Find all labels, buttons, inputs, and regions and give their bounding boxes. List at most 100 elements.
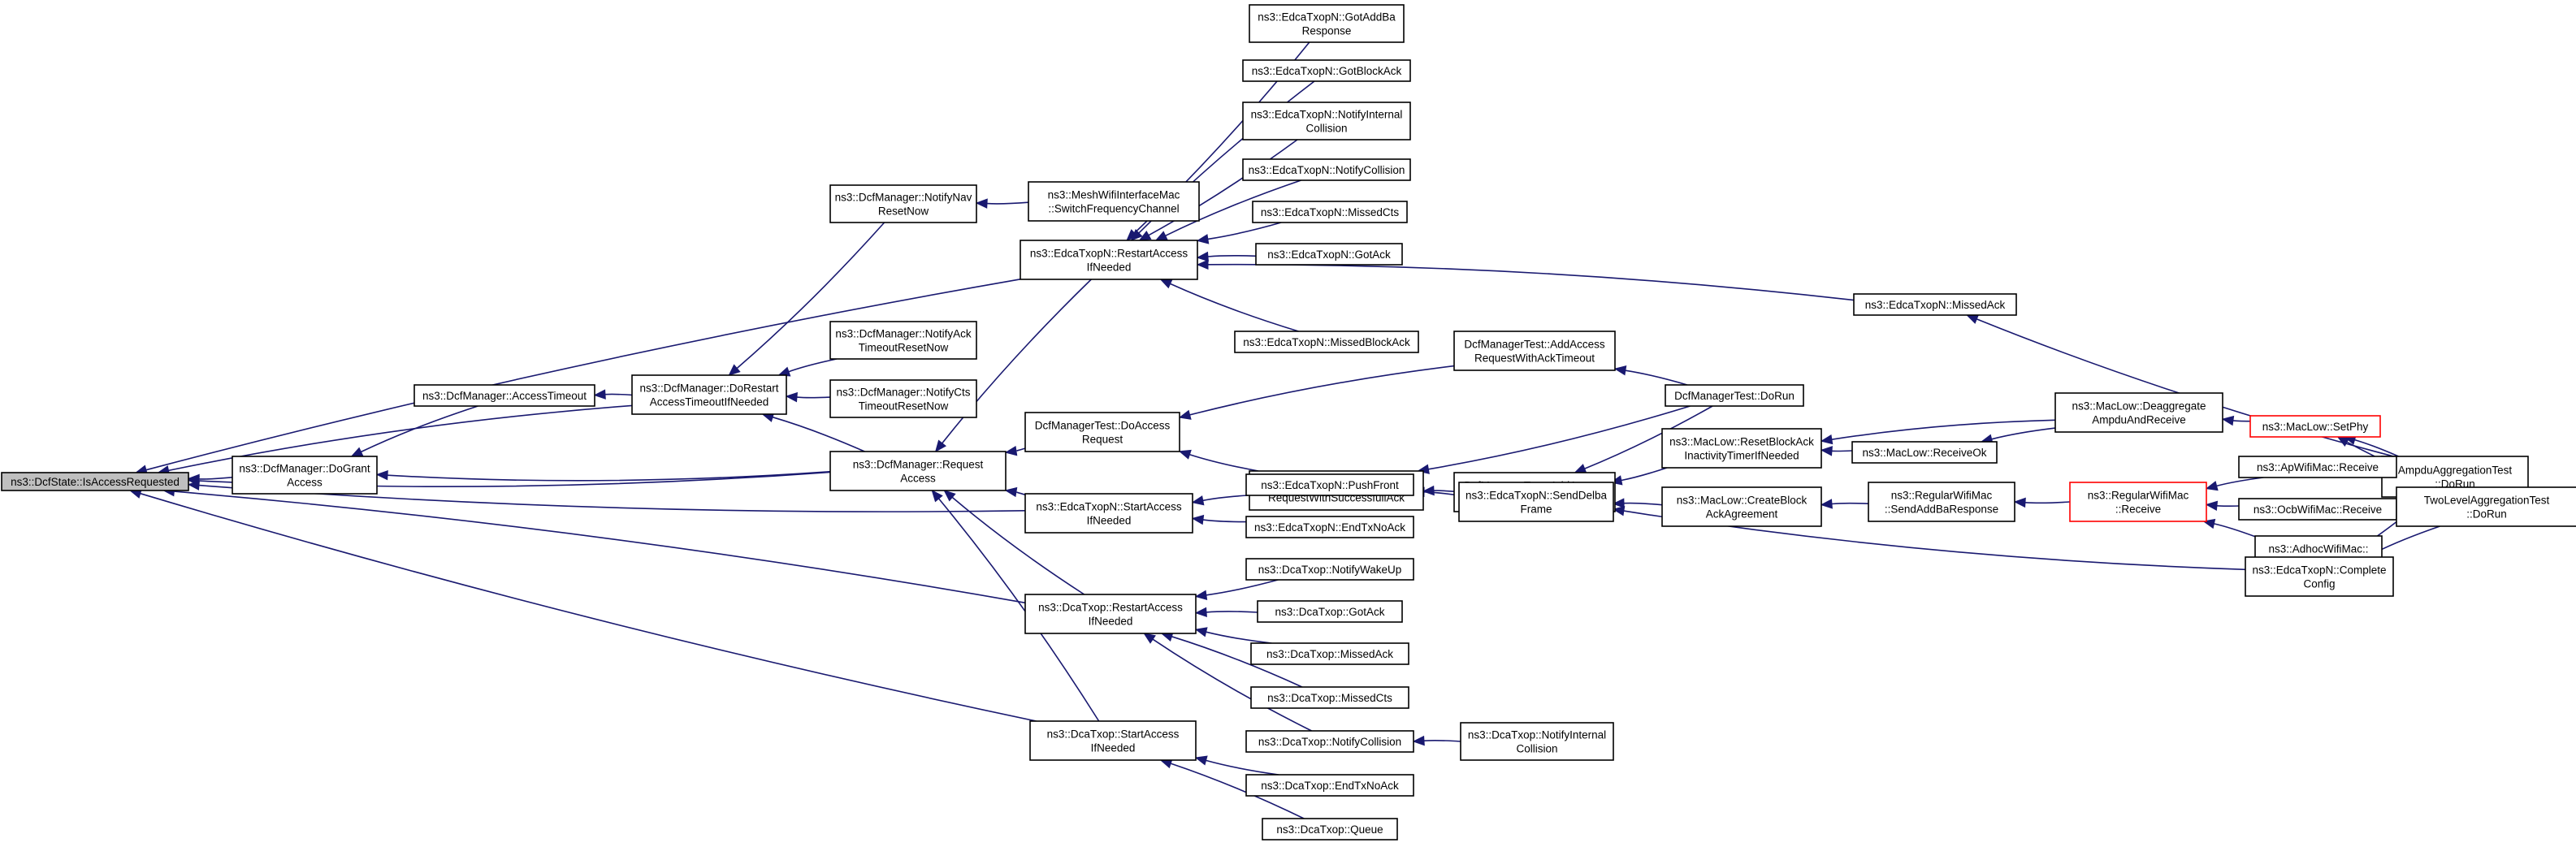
node-dcamissedcts[interactable]: ns3::DcaTxop::MissedCts: [1250, 686, 1409, 709]
node-label-line: ns3::DcfState::IsAccessRequested: [11, 476, 180, 488]
node-label-line: ns3::EdcaTxopN::StartAccess: [1036, 501, 1182, 513]
arrowhead: [1194, 627, 1208, 637]
arrowhead: [1422, 485, 1435, 496]
node-apreceive[interactable]: ns3::ApWifiMac::Receive: [2238, 456, 2397, 478]
node-label-line: ::DoRun: [2466, 508, 2507, 521]
node-dcawakeup[interactable]: ns3::DcaTxop::NotifyWakeUp: [1245, 558, 1414, 581]
node-box: [1252, 201, 1408, 223]
node-box: [2238, 456, 2397, 478]
node-label-line: ns3::EdcaTxopN::GotBlockAck: [1252, 65, 1402, 77]
node-label-line: Access: [900, 473, 936, 485]
node-missedblockack[interactable]: ns3::EdcaTxopN::MissedBlockAck: [1234, 331, 1419, 353]
arrowhead: [187, 480, 200, 490]
node-ocbreceive[interactable]: ns3::OcbWifiMac::Receive: [2238, 498, 2397, 521]
node-label-line: AccessTimeoutIfNeeded: [650, 396, 769, 408]
node-label-line: ns3::RegularWifiMac: [2088, 490, 2189, 502]
node-label-line: ns3::EdcaTxopN::NotifyInternal: [1251, 109, 1403, 121]
node-label-line: ns3::DcfManager::Request: [853, 459, 984, 471]
arrowhead: [1191, 514, 1205, 525]
node-setphy[interactable]: ns3::MacLow::SetPhy: [2249, 415, 2381, 438]
node-label-line: ns3::EdcaTxopN::MissedAck: [1865, 299, 2006, 311]
node-receiveok[interactable]: ns3::MacLow::ReceiveOk: [1851, 441, 1998, 464]
call-edge-dcftestdorun-to-addackto: [1625, 369, 1688, 386]
arrowhead: [1194, 755, 1208, 766]
node-label-line: Response: [1302, 25, 1352, 37]
node-label-line: ns3::EdcaTxopN::RestartAccess: [1030, 248, 1188, 260]
node-dcaqueue[interactable]: ns3::DcaTxop::Queue: [1262, 818, 1398, 841]
node-notifycts[interactable]: ns3::DcfManager::NotifyCtsTimeoutResetNo…: [829, 379, 977, 418]
node-addackto[interactable]: DcfManagerTest::AddAccessRequestWithAckT…: [1453, 331, 1616, 371]
node-missedcts[interactable]: ns3::EdcaTxopN::MissedCts: [1252, 201, 1408, 223]
node-box: [1242, 102, 1411, 140]
arrowhead: [1820, 499, 1833, 509]
node-label-line: Collision: [1305, 123, 1347, 135]
node-label-line: TwoLevelAggregationTest: [2424, 495, 2550, 507]
node-box: [1255, 243, 1403, 266]
node-label-line: ::Receive: [2115, 503, 2161, 516]
node-endtxnoack[interactable]: ns3::EdcaTxopN::EndTxNoAck: [1245, 516, 1414, 538]
node-label-line: DcfManagerTest::DoRun: [1674, 390, 1795, 402]
node-box: [2245, 556, 2394, 597]
arrowhead: [1159, 279, 1173, 289]
node-label-line: ns3::DcfManager::NotifyAck: [835, 328, 972, 340]
call-edge-addsuccess-to-dcftestdoaccess: [1189, 453, 1259, 472]
node-gotblockack[interactable]: ns3::EdcaTxopN::GotBlockAck: [1242, 59, 1411, 82]
node-dcagotack[interactable]: ns3::DcaTxop::GotAck: [1257, 600, 1403, 623]
node-label-line: ns3::DcfManager::DoRestart: [639, 382, 778, 395]
node-dcaendtxnoack[interactable]: ns3::DcaTxop::EndTxNoAck: [1245, 774, 1414, 797]
node-box: [1024, 412, 1180, 452]
node-accesstimeout[interactable]: ns3::DcfManager::AccessTimeout: [413, 384, 595, 407]
node-box: [1234, 331, 1419, 353]
call-edge-addreq-to-addsuccess: [1433, 490, 1455, 492]
node-gotack[interactable]: ns3::EdcaTxopN::GotAck: [1255, 243, 1403, 266]
call-edge-dcamissedcts-to-dcarestart: [1171, 636, 1303, 688]
arrowhead: [1194, 607, 1207, 618]
node-notifyack[interactable]: ns3::DcfManager::NotifyAckTimeoutResetNo…: [829, 321, 977, 360]
node-box: [1458, 482, 1614, 522]
node-notifycoll[interactable]: ns3::EdcaTxopN::NotifyCollision: [1242, 158, 1411, 181]
node-regreceive[interactable]: ns3::RegularWifiMac::Receive: [2069, 482, 2207, 522]
call-edge-dogrant-to-root: [198, 477, 233, 480]
node-dcftestdorun[interactable]: DcfManagerTest::DoRun: [1665, 384, 1804, 407]
arrowhead: [1412, 735, 1425, 746]
call-edge-dcawakeup-to-dcarestart: [1206, 579, 1279, 596]
node-dcamissedack[interactable]: ns3::DcaTxop::MissedAck: [1250, 642, 1409, 665]
node-box: [1453, 331, 1616, 371]
arrowhead: [1820, 446, 1833, 456]
node-switchfreq[interactable]: ns3::MeshWifiInterfaceMac::SwitchFrequen…: [1028, 181, 1200, 222]
node-twolevel[interactable]: TwoLevelAggregationTest::DoRun: [2396, 486, 2576, 527]
graph-nodes: ns3::DcfState::IsAccessRequested ns3::Dcf…: [1, 4, 2576, 841]
node-missedack[interactable]: ns3::EdcaTxopN::MissedAck: [1853, 293, 2017, 316]
node-box: [829, 321, 977, 360]
node-label-line: ns3::DcaTxop::NotifyInternal: [1468, 729, 1606, 741]
node-label-line: ns3::EdcaTxopN::SendDelba: [1466, 490, 1608, 502]
node-pushfront[interactable]: ns3::EdcaTxopN::PushFront: [1245, 473, 1414, 496]
node-label-line: ns3::AdhocWifiMac::: [2268, 543, 2368, 555]
node-dorestart[interactable]: ns3::DcfManager::DoRestartAccessTimeoutI…: [631, 374, 787, 415]
node-dcanotifycoll[interactable]: ns3::DcaTxop::NotifyCollision: [1245, 730, 1414, 753]
call-edge-notifycts-to-dorestart: [796, 396, 831, 399]
call-edge-notifyack-to-dorestart: [788, 358, 838, 373]
call-edge-dcanotifycoll-to-dcarestart: [1152, 638, 1312, 732]
arrowhead: [728, 364, 741, 376]
node-resetblockack[interactable]: ns3::MacLow::ResetBlockAckInactivityTime…: [1661, 428, 1822, 469]
node-label-line: ns3::EdcaTxopN::EndTxNoAck: [1254, 521, 1405, 534]
node-sendaddba[interactable]: ns3::RegularWifiMac::SendAddBaResponse: [1868, 482, 2015, 522]
node-root[interactable]: ns3::DcfState::IsAccessRequested: [1, 472, 189, 491]
call-edge-edcarestart-to-reqaccess: [942, 279, 1092, 444]
